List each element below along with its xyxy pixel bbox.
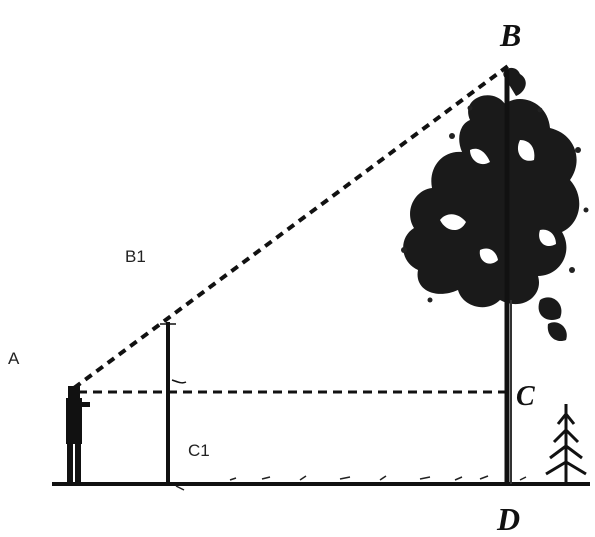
label-b1: B1 xyxy=(125,247,146,266)
tree-foliage xyxy=(403,67,580,342)
label-a: A xyxy=(8,349,20,368)
tree-leaf-speckles xyxy=(401,105,589,303)
observer-icon xyxy=(66,386,90,482)
label-d: D xyxy=(496,501,520,537)
label-c: C xyxy=(516,381,535,412)
label-b: B xyxy=(499,17,521,53)
label-c1: C1 xyxy=(188,441,210,460)
sight-line-to-top xyxy=(72,64,510,390)
sapling-icon xyxy=(545,404,587,482)
angle-mark xyxy=(171,379,187,384)
ground-texture xyxy=(175,475,527,491)
